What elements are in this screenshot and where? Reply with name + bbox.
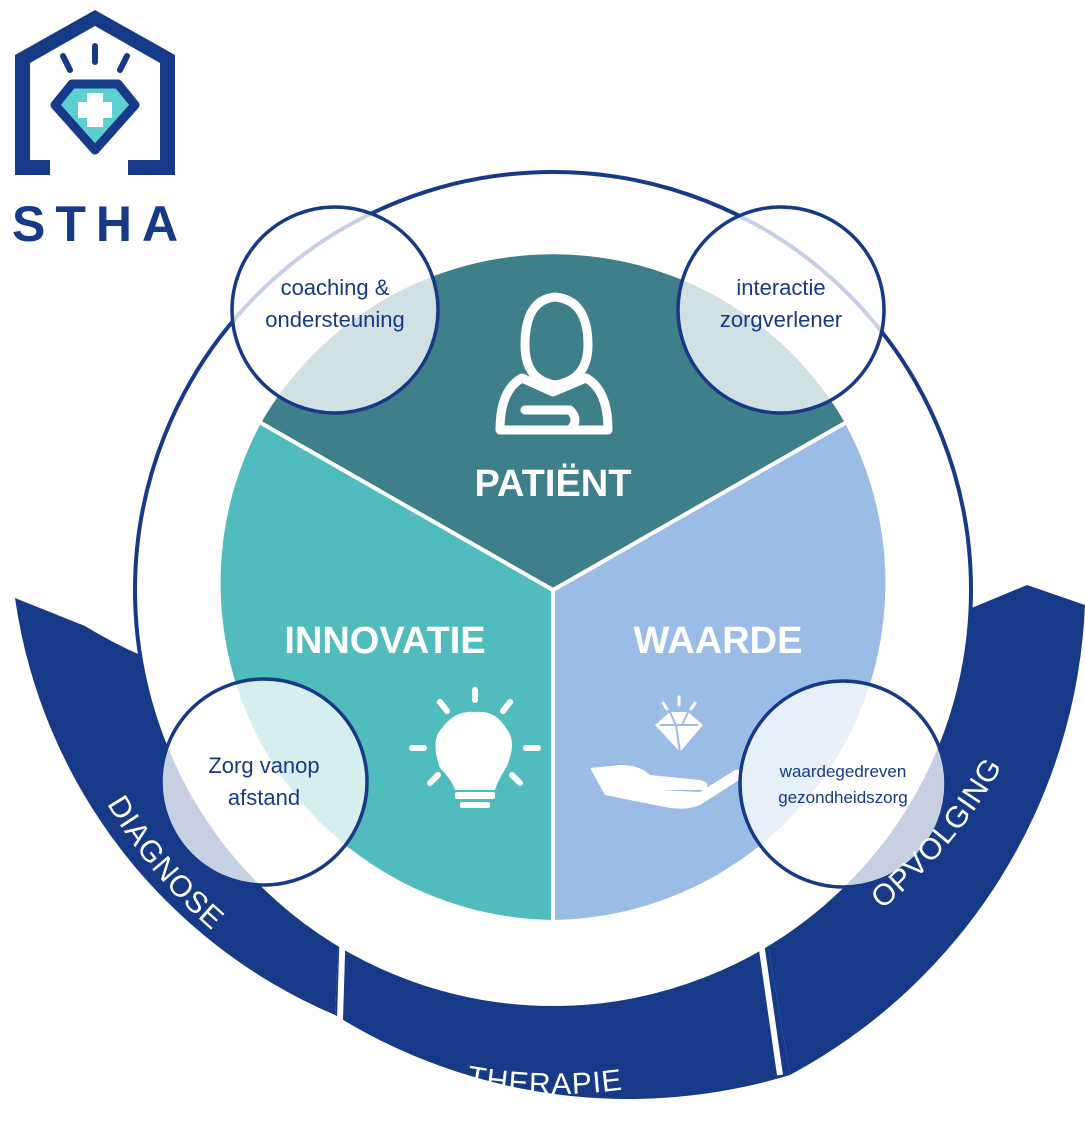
bubble-waardegedreven-line2: gezondheidszorg: [778, 788, 907, 807]
lightbulb-icon: [409, 687, 541, 808]
bubble-interactie: interactie zorgverlener: [676, 205, 886, 415]
bubble-zorg-line1: Zorg vanop: [208, 753, 319, 778]
house-diamond-plus-icon: [15, 10, 175, 175]
pie-divider-right: [552, 421, 846, 592]
bubble-interactie-line1: interactie: [736, 275, 825, 300]
patient-icon: [495, 292, 613, 435]
pie-divider-left: [260, 421, 554, 592]
bubble-zorg: Zorg vanop afstand: [159, 677, 369, 887]
bubble-coaching-line1: coaching &: [281, 275, 390, 300]
hand-diamond-icon: [590, 695, 743, 809]
bubble-waardegedreven: waardegedreven gezondheidszorg: [738, 679, 948, 889]
segment-label-innovatie: INNOVATIE: [284, 620, 485, 662]
bubble-interactie-line2: zorgverlener: [720, 307, 842, 332]
bubble-coaching: coaching & ondersteuning: [230, 205, 440, 415]
segment-label-patient: PATIËNT: [475, 462, 632, 505]
bubble-zorg-line2: afstand: [228, 785, 300, 810]
bubble-coaching-line2: ondersteuning: [265, 307, 404, 332]
bubble-waardegedreven-line1: waardegedreven: [779, 762, 907, 781]
segment-label-waarde: WAARDE: [634, 620, 803, 662]
logo-text: STHA: [12, 196, 188, 252]
